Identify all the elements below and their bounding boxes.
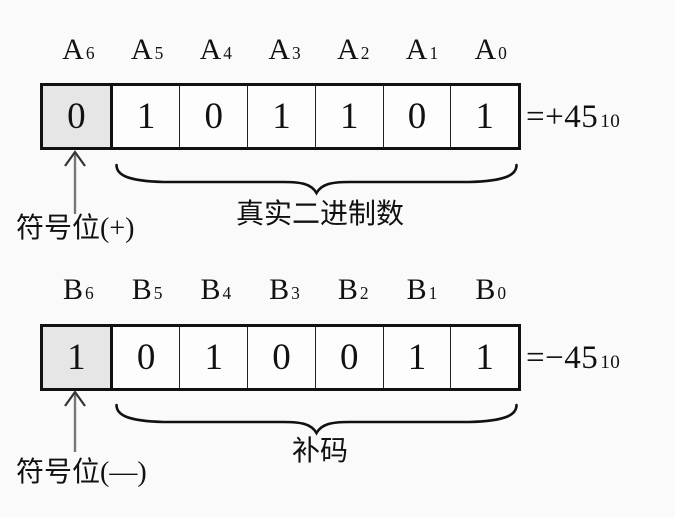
brace-label-complement: 补码: [291, 436, 348, 467]
bit-cell: 0: [315, 327, 384, 388]
sign-bit-label-negative: 符号位(—): [16, 457, 147, 488]
sign-bit-label-positive: 符号位(+): [16, 213, 135, 244]
register-box-positive: 0 1 0 1 1 0 1: [40, 83, 521, 150]
register-box-negative: 1 0 1 0 0 1 1: [40, 324, 521, 391]
bit-cell: 1: [451, 327, 519, 388]
bit-cell: 0: [383, 86, 452, 147]
sign-pointer-arrow: [62, 390, 88, 454]
bit-cell: 1: [383, 327, 452, 388]
sign-pointer-arrow: [62, 150, 88, 216]
bit-cell: 1: [315, 86, 384, 147]
underbrace: [113, 161, 520, 197]
sign-bit-cell: 0: [43, 86, 113, 147]
underbrace: [113, 401, 520, 437]
bit-cell: 0: [180, 86, 249, 147]
brace-label-true-binary: 真实二进制数: [235, 199, 404, 230]
bit-cell: 0: [112, 327, 181, 388]
bit-cell: 0: [248, 327, 316, 388]
bit-cell: 1: [180, 327, 249, 388]
bit-cell: 1: [451, 86, 519, 147]
bit-cell: 1: [112, 86, 181, 147]
bit-cell: 1: [248, 86, 316, 147]
sign-bit-cell: 1: [43, 327, 113, 388]
